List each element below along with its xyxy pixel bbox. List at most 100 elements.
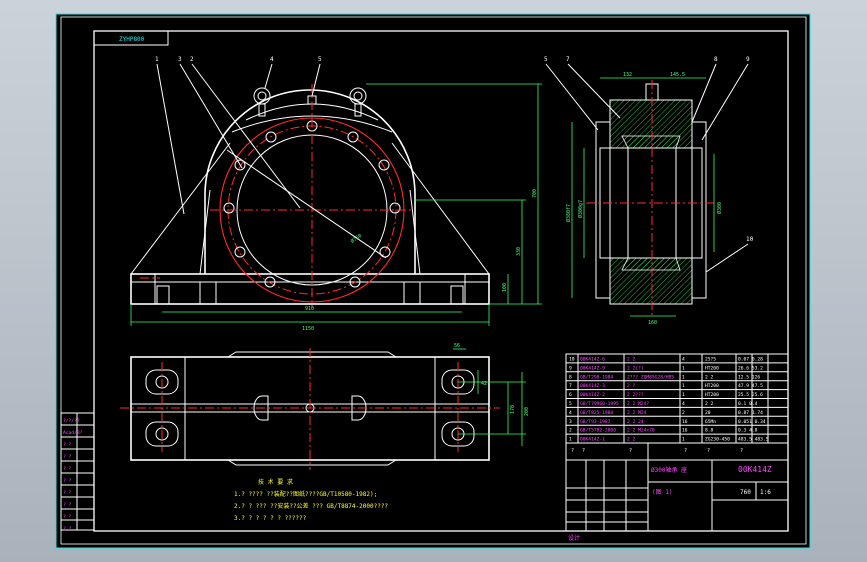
- dim-base-height: 100: [502, 283, 508, 292]
- drawing-code-text: ZYHP800: [119, 36, 145, 43]
- dim-width-inner: 910: [305, 306, 314, 312]
- title-designer: 设计: [568, 534, 580, 542]
- parts-cell: 2 2 M24: [627, 410, 647, 416]
- parts-cell: HT200: [705, 392, 719, 398]
- parts-header-cell: ?: [629, 448, 632, 454]
- revision-label: ? ?: [63, 490, 72, 496]
- parts-cell: 9: [569, 365, 572, 371]
- parts-cell: 00K414Z-6: [580, 357, 605, 363]
- parts-cell: 2 2: [705, 374, 714, 380]
- parts-cell: 2 2 M24?: [627, 401, 649, 407]
- parts-cell: 25.5 25.6: [738, 392, 763, 398]
- parts-cell: 1: [682, 374, 685, 380]
- title-part-name: Ø300轴承 座: [651, 466, 687, 474]
- parts-cell: 00K414Z-1: [580, 437, 605, 443]
- title-scale: 1:6: [760, 489, 771, 496]
- dim-plan-a2: 42: [481, 381, 487, 387]
- balloon-10: 10: [746, 236, 754, 243]
- parts-cell: 4: [682, 401, 685, 407]
- parts-cell: 20: [705, 410, 711, 416]
- parts-header-cell: ?: [740, 448, 743, 454]
- revision-label: ? ?: [63, 478, 72, 484]
- parts-cell: GB/T298-1984: [580, 374, 613, 380]
- balloon-3: 3: [178, 56, 182, 63]
- parts-cell: 6: [569, 392, 572, 398]
- balloon-8: 8: [714, 56, 718, 63]
- revision-strip: [60, 412, 95, 531]
- parts-cell: 2 2(?): [627, 365, 644, 371]
- balloon-9: 9: [746, 56, 750, 63]
- revision-label: ? ?: [63, 454, 72, 460]
- revision-label: ? ?: [63, 466, 72, 472]
- dim-plan-a1: 56: [454, 343, 460, 349]
- parts-cell: 00K414Z-9: [580, 365, 605, 371]
- plan-view: [120, 348, 526, 470]
- revision-label: ? ?: [63, 526, 72, 532]
- parts-cell: 0.3 4.8: [738, 428, 758, 434]
- parts-cell: 1: [682, 437, 685, 443]
- parts-header-cell: ?: [684, 448, 687, 454]
- revision-label: ? ?: [63, 442, 72, 448]
- parts-cell: 1: [569, 437, 572, 443]
- balloon-1: 1: [155, 56, 159, 63]
- parts-cell: 4: [569, 410, 572, 416]
- dim-plan-b2: 200: [524, 407, 530, 416]
- dim-total-height: 700: [532, 189, 538, 198]
- parts-cell: 1: [682, 392, 685, 398]
- parts-cell: 2: [682, 410, 685, 416]
- dim-side-t2: 145.5: [670, 72, 685, 78]
- title-weight: 760: [740, 489, 751, 496]
- parts-cell: GB/T79960-1995: [580, 401, 619, 407]
- dim-width-total: 1150: [302, 326, 314, 332]
- dim-side-b1: 160: [648, 320, 657, 326]
- parts-header-cell: ?: [582, 448, 585, 454]
- dim-center-height: 330: [516, 247, 522, 256]
- revision-label: ? ?: [63, 502, 72, 508]
- balloon-5: 5: [544, 56, 548, 63]
- parts-cell: HT200: [705, 383, 719, 389]
- sheet-paper: [55, 13, 811, 549]
- notes-line-3: 3.? ? ? ? ? ? ??????: [234, 515, 307, 522]
- dim-side-d3: Ø300: [716, 202, 723, 214]
- dim-side-t1: 132: [623, 72, 632, 78]
- parts-cell: 8.8: [705, 428, 714, 434]
- parts-cell: 5: [569, 401, 572, 407]
- notes-line-2: 2.? ? ??? ??安装??公差 ??? GB/T8874-2000????: [234, 502, 388, 510]
- outer-frame: [60, 16, 807, 545]
- parts-cell: 10: [569, 357, 575, 363]
- parts-cell: 4: [682, 357, 685, 363]
- dim-side-d2: Ø300g7: [577, 200, 584, 218]
- parts-cell: 2 2: [627, 437, 636, 443]
- parts-cell: 16: [682, 419, 688, 425]
- balloon-4: 4: [270, 56, 274, 63]
- parts-cell: 65Mn: [705, 419, 716, 425]
- notes-heading: 技 术 要 求: [258, 478, 293, 486]
- parts-cell: 2 ?: [627, 383, 636, 389]
- balloon-5: 5: [318, 56, 322, 63]
- parts-cell: 3: [569, 419, 572, 425]
- parts-cell: 0.051 0.34: [738, 419, 766, 425]
- parts-cell: 2 2 24: [627, 419, 644, 425]
- parts-cell: 47.9 47.5: [738, 383, 763, 389]
- parts-cell: ZG230-450: [705, 437, 730, 443]
- parts-header-cell: ?: [707, 448, 710, 454]
- revision-label: Acad/B?: [63, 430, 83, 436]
- revision-label: ?/?/??: [63, 418, 80, 424]
- parts-cell: 1: [682, 365, 685, 371]
- front-view: [130, 83, 542, 326]
- parts-cell: 2 2 M24x70: [627, 428, 655, 434]
- parts-cell: HT200: [705, 365, 719, 371]
- parts-cell: 2??? ZQM85G28/HB5: [627, 374, 674, 380]
- parts-cell: 483.5 483.5: [738, 437, 769, 443]
- balloon-leaders: [156, 63, 749, 273]
- revision-label: ? ?: [63, 514, 72, 520]
- parts-cell: 00K414Z-2: [580, 392, 605, 398]
- drawing-code-box: [93, 30, 169, 46]
- revision-labels: ?/?/?? Acad/B? ? ? ? ? ? ? ? ? ? ? ? ? ? ? ? ?: [63, 418, 83, 532]
- parts-cell: 2 2: [705, 401, 714, 407]
- parts-cell: GB/T93-1987: [580, 419, 611, 425]
- parts-cell: GB/T825-1988: [580, 410, 613, 416]
